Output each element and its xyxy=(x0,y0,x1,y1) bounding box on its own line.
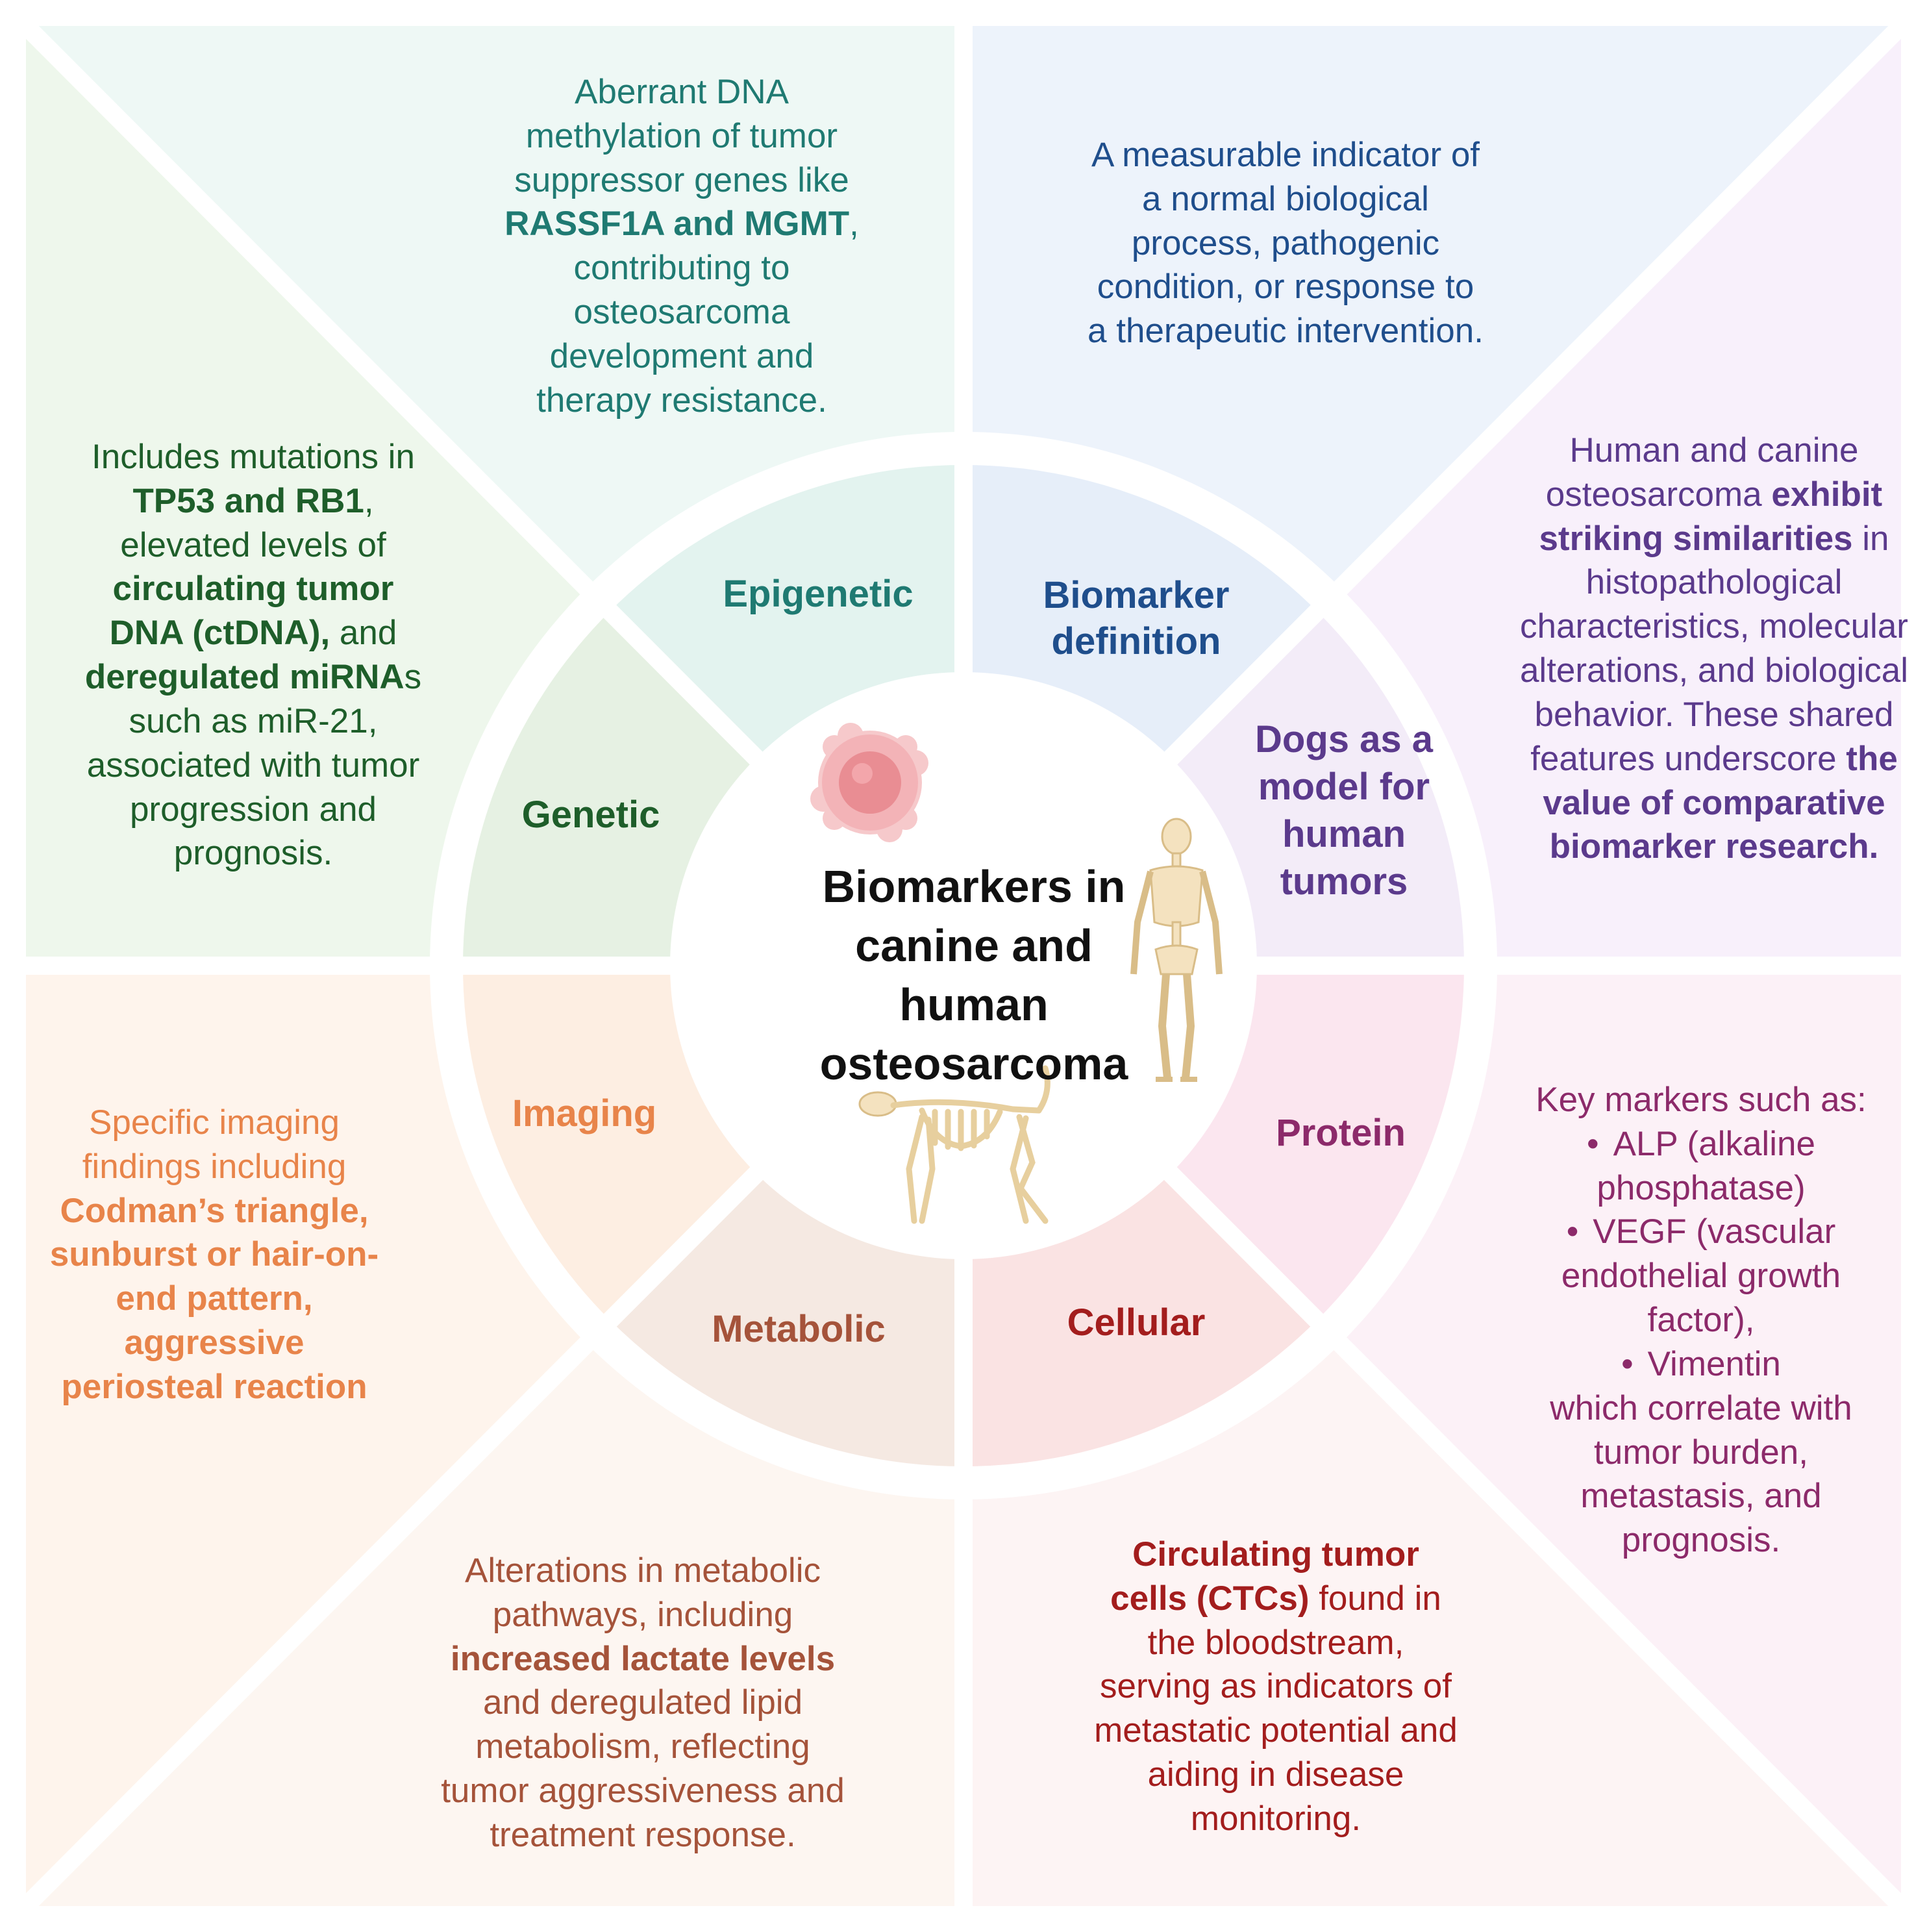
marker-text: VEGF (vascular endothelial growth factor… xyxy=(1561,1212,1841,1340)
description-biomarker-definition: A measurable indicator of a normal biolo… xyxy=(1088,136,1484,351)
bullet-icon: • xyxy=(1621,1344,1634,1383)
ring-sector-epigenetic xyxy=(609,464,964,759)
description-epigenetic: Aberrant DNA methylation of tumor suppre… xyxy=(493,70,870,423)
label-line: tumors xyxy=(1280,860,1408,903)
marker-text: Vimentin xyxy=(1647,1344,1781,1383)
body-text: Specific imaging findings including xyxy=(82,1103,347,1186)
title-line: human xyxy=(899,979,1049,1030)
label-line: definition xyxy=(1051,620,1221,662)
title-line: osteosarcoma xyxy=(819,1038,1128,1089)
body-text: and xyxy=(330,614,397,653)
description-genetic: Includes mutations in TP53 and RB1, elev… xyxy=(84,435,422,875)
emphasis-text: RASSF1A and MGMT xyxy=(504,205,850,244)
title-line: Biomarkers in xyxy=(822,861,1126,912)
label-imaging: Imaging xyxy=(512,1092,657,1135)
emphasis-text: exhibit striking similarities xyxy=(1539,475,1883,558)
emphasis-text: the value of comparative biomarker resea… xyxy=(1543,739,1898,866)
ring-sector-protein xyxy=(1170,966,1465,1320)
label-line: Dogs as a xyxy=(1255,718,1433,760)
label-genetic: Genetic xyxy=(521,794,660,836)
label-line: human xyxy=(1282,813,1406,856)
body-text: found in the bloodstream, serving as ind… xyxy=(1094,1579,1458,1838)
protein-marker-item: • Vimentin xyxy=(1506,1342,1896,1386)
label-metabolic: Metabolic xyxy=(712,1308,886,1350)
description-cellular: Circulating tumor cells (CTCs) found in … xyxy=(1091,1533,1461,1841)
description-imaging: Specific imaging findings including Codm… xyxy=(39,1101,390,1409)
dog-skeleton-icon xyxy=(858,1065,1051,1224)
ring-sector-cellular xyxy=(964,1172,1318,1467)
emphasis-text: Circulating tumor cells (CTCs) xyxy=(1110,1535,1419,1618)
label-epigenetic: Epigenetic xyxy=(723,573,914,615)
ring-sector-genetic xyxy=(462,611,757,966)
protein-intro: Key markers such as: xyxy=(1535,1081,1867,1119)
description-metabolic: Alterations in metabolic pathways, inclu… xyxy=(429,1549,857,1857)
diagram-title: Biomarkers in canine and human osteosarc… xyxy=(786,857,1162,1094)
label-protein: Protein xyxy=(1276,1112,1406,1154)
tumor-cell-icon xyxy=(810,723,928,842)
ring-sector-metabolic xyxy=(609,1172,964,1467)
emphasis-text: deregulated miRNA xyxy=(84,658,404,697)
body-text: Human and canine osteosarcoma xyxy=(1545,431,1859,514)
bullet-icon: • xyxy=(1566,1212,1579,1251)
label-dogs-model: Dogs as a model for human tumors xyxy=(1221,716,1467,905)
bullet-icon: • xyxy=(1587,1124,1599,1163)
label-line: model for xyxy=(1258,766,1430,809)
body-text: Includes mutations in xyxy=(92,438,415,476)
label-cellular: Cellular xyxy=(1067,1301,1206,1344)
body-text: , elevated levels of xyxy=(120,481,386,564)
emphasis-text: TP53 and RB1 xyxy=(132,481,364,520)
human-skeleton-icon xyxy=(1130,818,1223,1082)
body-text: in histopathological characteristics, mo… xyxy=(1519,519,1909,778)
center-circle xyxy=(670,672,1257,1259)
description-dogs-model: Human and canine osteosarcoma exhibit st… xyxy=(1519,429,1909,869)
emphasis-text: circulating tumor DNA (ctDNA), xyxy=(109,570,394,653)
label-line: Biomarker xyxy=(1043,574,1230,616)
body-text: Aberrant DNA methylation of tumor suppre… xyxy=(514,73,849,199)
protein-marker-item: •ALP (alkaline phosphatase) xyxy=(1506,1122,1896,1211)
body-text: s such as miR-21, associated with tumor … xyxy=(86,658,422,873)
emphasis-text: increased lactate levels xyxy=(450,1639,836,1678)
ring-sector-imaging xyxy=(462,966,757,1320)
protein-marker-item: •VEGF (vascular endothelial growth facto… xyxy=(1506,1210,1896,1342)
marker-text: ALP (alkaline phosphatase) xyxy=(1597,1124,1815,1207)
body-text: Alterations in metabolic pathways, inclu… xyxy=(465,1551,821,1634)
ring-sector-dogs xyxy=(1170,611,1465,966)
ring-sector-biomarker xyxy=(964,464,1318,759)
description-protein: Key markers such as: •ALP (alkaline phos… xyxy=(1506,1078,1896,1562)
title-line: canine and xyxy=(855,920,1093,971)
protein-outro: which correlate with tumor burden, metas… xyxy=(1550,1388,1852,1560)
body-text: and deregulated lipid metabolism, reflec… xyxy=(441,1683,845,1854)
label-biomarker-definition: Biomarker definition xyxy=(1013,573,1260,665)
emphasis-text: Codman’s triangle, sunburst or hair-on-e… xyxy=(49,1191,379,1406)
body-text: , contributing to osteosarcoma developme… xyxy=(536,205,859,420)
